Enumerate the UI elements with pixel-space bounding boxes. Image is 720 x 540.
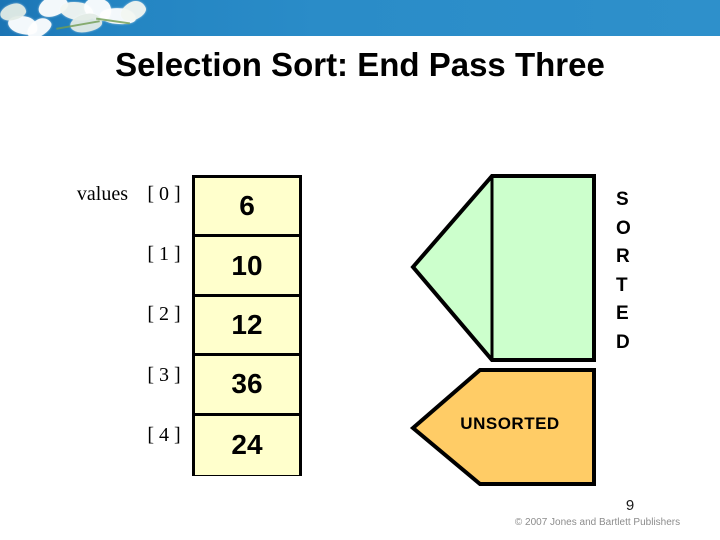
sorted-letter-3: T	[616, 274, 628, 296]
sorted-letter-5: D	[616, 331, 630, 353]
page-number: 9	[625, 497, 635, 514]
index-label-0: [ 0 ]	[147, 183, 181, 205]
array-cell-4: 24	[195, 415, 299, 475]
array-index-labels: values [ 0 ] [ 1 ] [ 2 ] [ 3 ] [ 4 ]	[44, 175, 188, 476]
sorted-letter-2: R	[616, 246, 630, 267]
sorted-letter-4: E	[616, 303, 629, 324]
array-variable-label: values	[76, 183, 128, 205]
index-label-1: [ 1 ]	[147, 243, 181, 266]
unsorted-label: UNSORTED	[460, 414, 560, 433]
index-label-4: [ 4 ]	[147, 423, 181, 446]
array-label-row: [ 1 ]	[44, 235, 188, 295]
sorted-letter-0: S	[616, 189, 629, 210]
array-label-row: [ 3 ]	[44, 356, 188, 416]
unsorted-region-arrow	[408, 364, 598, 490]
index-label-3: [ 3 ]	[147, 363, 181, 386]
array-label-row: [ 2 ]	[44, 295, 188, 355]
array-diagram: 6 10 12 36 24	[192, 175, 302, 476]
array-cell-2: 12	[195, 296, 299, 357]
sorted-region-arrow	[408, 170, 598, 366]
array-cell-0: 6	[195, 178, 299, 238]
array-label-row: values [ 0 ]	[44, 175, 188, 235]
sorted-letter-1: O	[616, 217, 631, 239]
array-label-row: [ 4 ]	[44, 416, 188, 476]
page-title: Selection Sort: End Pass Three	[115, 46, 605, 83]
slide-banner	[0, 0, 720, 36]
copyright-notice: © 2007 Jones and Bartlett Publishers	[514, 517, 681, 528]
array-cell-3: 36	[195, 356, 299, 416]
floral-decoration-icon	[0, 0, 175, 36]
index-label-2: [ 2 ]	[147, 303, 181, 326]
array-cell-1: 10	[195, 237, 299, 297]
sorted-label: S O R T E D	[616, 186, 646, 357]
